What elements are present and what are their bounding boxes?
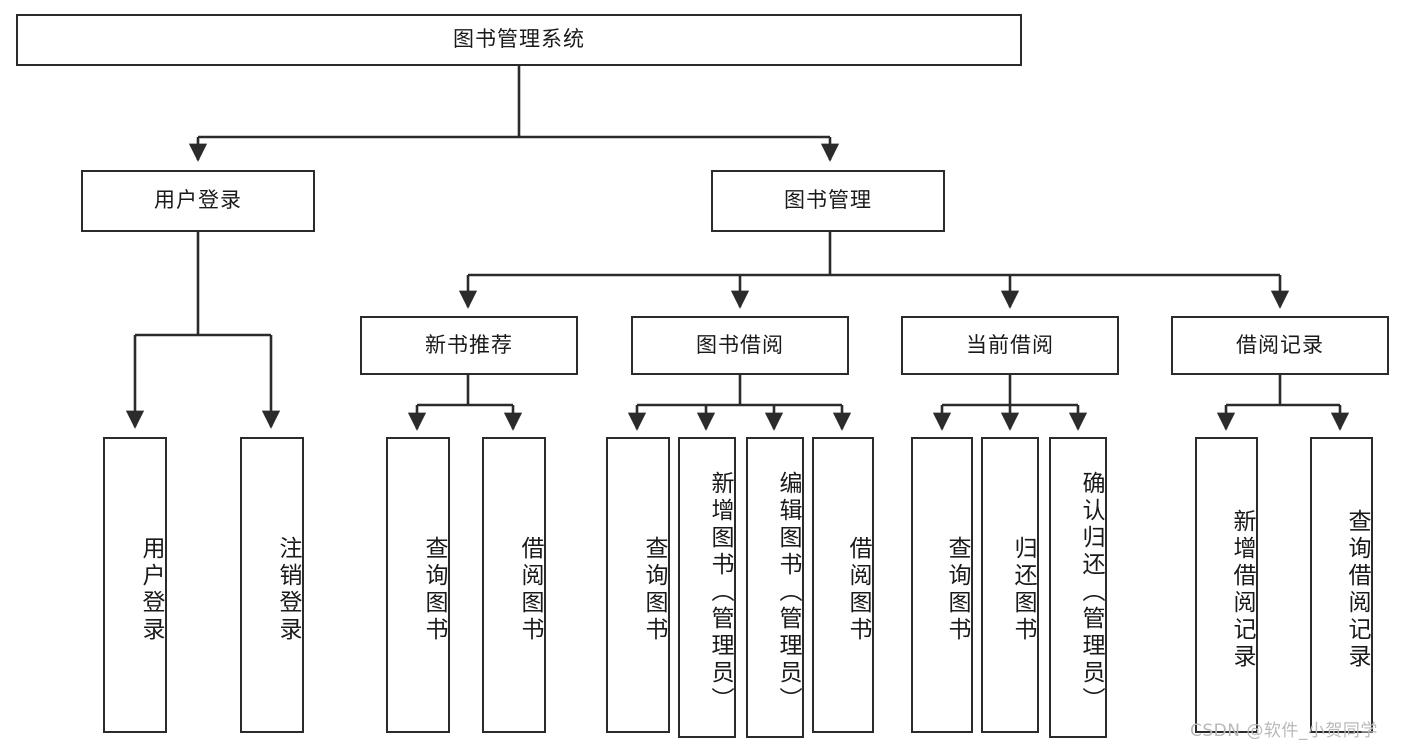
- node-book-management-label: 图书管理: [784, 188, 872, 213]
- leaf-label: 查询图书: [944, 536, 970, 644]
- leaf-user-login-login: 用户登录: [103, 437, 167, 733]
- node-root-label: 图书管理系统: [453, 27, 585, 52]
- leaf-current-borrow-return: 归还图书: [981, 437, 1039, 733]
- leaf-book-borrow-query: 查询图书: [606, 437, 670, 733]
- leaf-book-borrow-borrow: 借阅图书: [812, 437, 874, 733]
- leaf-label: 编辑图书（管理员）: [775, 471, 801, 714]
- leaf-label: 查询图书: [641, 536, 667, 644]
- leaf-label: 新增图书（管理员）: [707, 471, 733, 714]
- leaf-label: 用户登录: [138, 536, 164, 644]
- leaf-label: 新增借阅记录: [1229, 509, 1255, 671]
- leaf-label: 注销登录: [275, 536, 301, 644]
- leaf-new-book-borrow: 借阅图书: [482, 437, 546, 733]
- node-borrow-record-label: 借阅记录: [1236, 332, 1324, 357]
- leaf-borrow-record-query: 查询借阅记录: [1310, 437, 1373, 733]
- leaf-new-book-query: 查询图书: [386, 437, 450, 733]
- leaf-label: 借阅图书: [517, 536, 543, 644]
- node-book-borrow: 图书借阅: [631, 316, 849, 375]
- node-book-management: 图书管理: [711, 170, 945, 232]
- leaf-user-login-logout: 注销登录: [240, 437, 304, 733]
- leaf-label: 查询图书: [421, 536, 447, 644]
- node-book-borrow-label: 图书借阅: [696, 332, 784, 357]
- leaf-current-borrow-confirm-return: 确认归还（管理员）: [1049, 437, 1107, 738]
- node-user-login: 用户登录: [81, 170, 315, 232]
- node-new-book-recommend-label: 新书推荐: [425, 332, 513, 357]
- leaf-current-borrow-query: 查询图书: [911, 437, 973, 733]
- leaf-book-borrow-add: 新增图书（管理员）: [678, 437, 736, 738]
- leaf-label: 归还图书: [1010, 536, 1036, 644]
- node-root: 图书管理系统: [16, 14, 1022, 66]
- leaf-label: 借阅图书: [845, 536, 871, 644]
- leaf-label: 查询借阅记录: [1344, 509, 1370, 671]
- node-user-login-label: 用户登录: [154, 188, 242, 213]
- node-current-borrow-label: 当前借阅: [966, 332, 1054, 357]
- leaf-label: 确认归还（管理员）: [1078, 471, 1104, 714]
- leaf-borrow-record-add: 新增借阅记录: [1195, 437, 1258, 733]
- node-borrow-record: 借阅记录: [1171, 316, 1389, 375]
- leaf-book-borrow-edit: 编辑图书（管理员）: [746, 437, 804, 738]
- node-new-book-recommend: 新书推荐: [360, 316, 578, 375]
- node-current-borrow: 当前借阅: [901, 316, 1119, 375]
